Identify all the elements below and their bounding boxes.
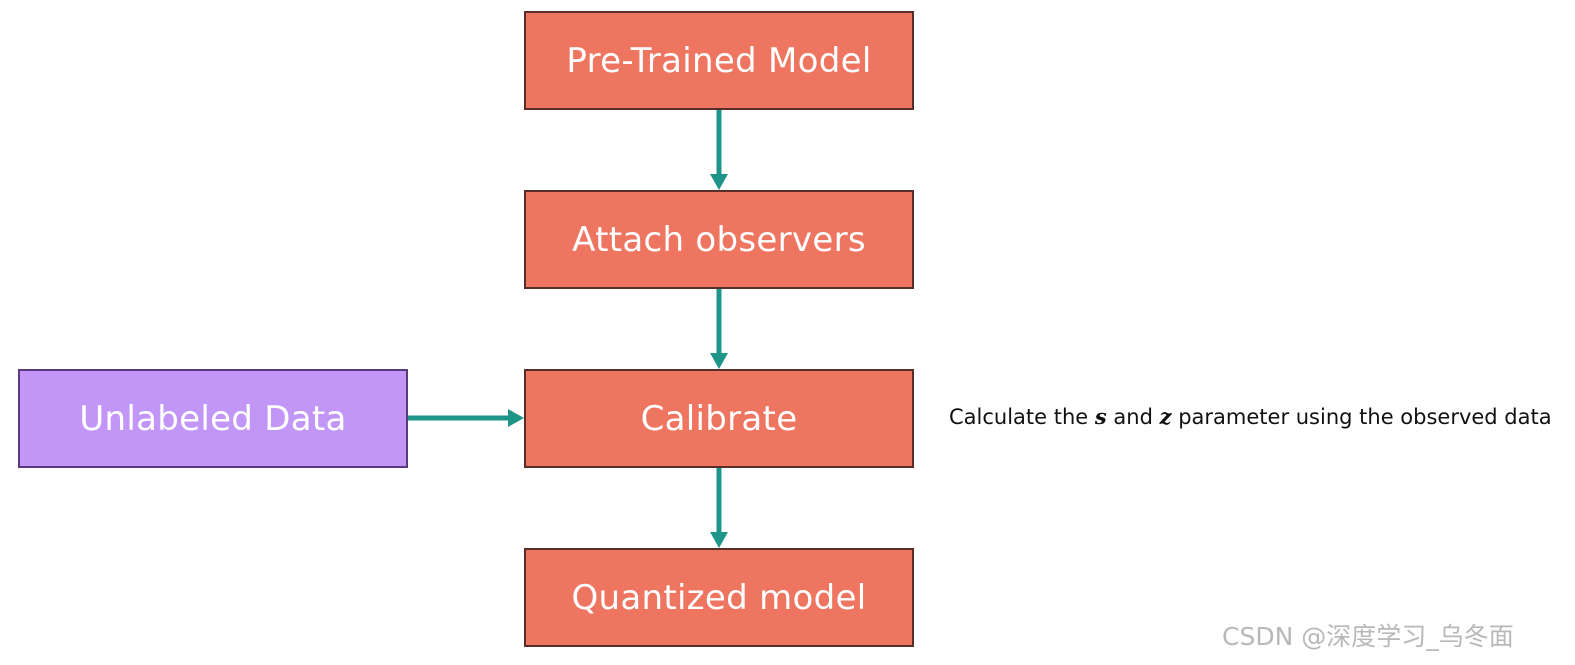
node-pretrained-model: Pre-Trained Model [524,11,914,110]
arrowhead-quantized [710,532,728,548]
node-label: Quantized model [571,577,867,618]
node-label: Pre-Trained Model [566,40,872,81]
node-label: Calibrate [640,398,798,439]
node-quantized-model: Quantized model [524,548,914,647]
node-label: Unlabeled Data [79,398,347,439]
note-var-z: z [1159,404,1172,429]
node-attach-observers: Attach observers [524,190,914,289]
note-text: parameter using the observed data [1171,405,1552,429]
note-text: Calculate the [949,405,1095,429]
node-label: Attach observers [572,219,866,260]
note-text: and [1106,405,1160,429]
arrowhead-calibrate-left [508,409,524,427]
calibrate-annotation: Calculate the s and z parameter using th… [949,404,1552,429]
node-calibrate: Calibrate [524,369,914,468]
arrowhead-calibrate-top [710,353,728,369]
node-unlabeled-data: Unlabeled Data [18,369,408,468]
note-var-s: s [1094,404,1107,429]
arrowhead-attach [710,174,728,190]
watermark: CSDN @深度学习_乌冬面 [1222,622,1514,651]
